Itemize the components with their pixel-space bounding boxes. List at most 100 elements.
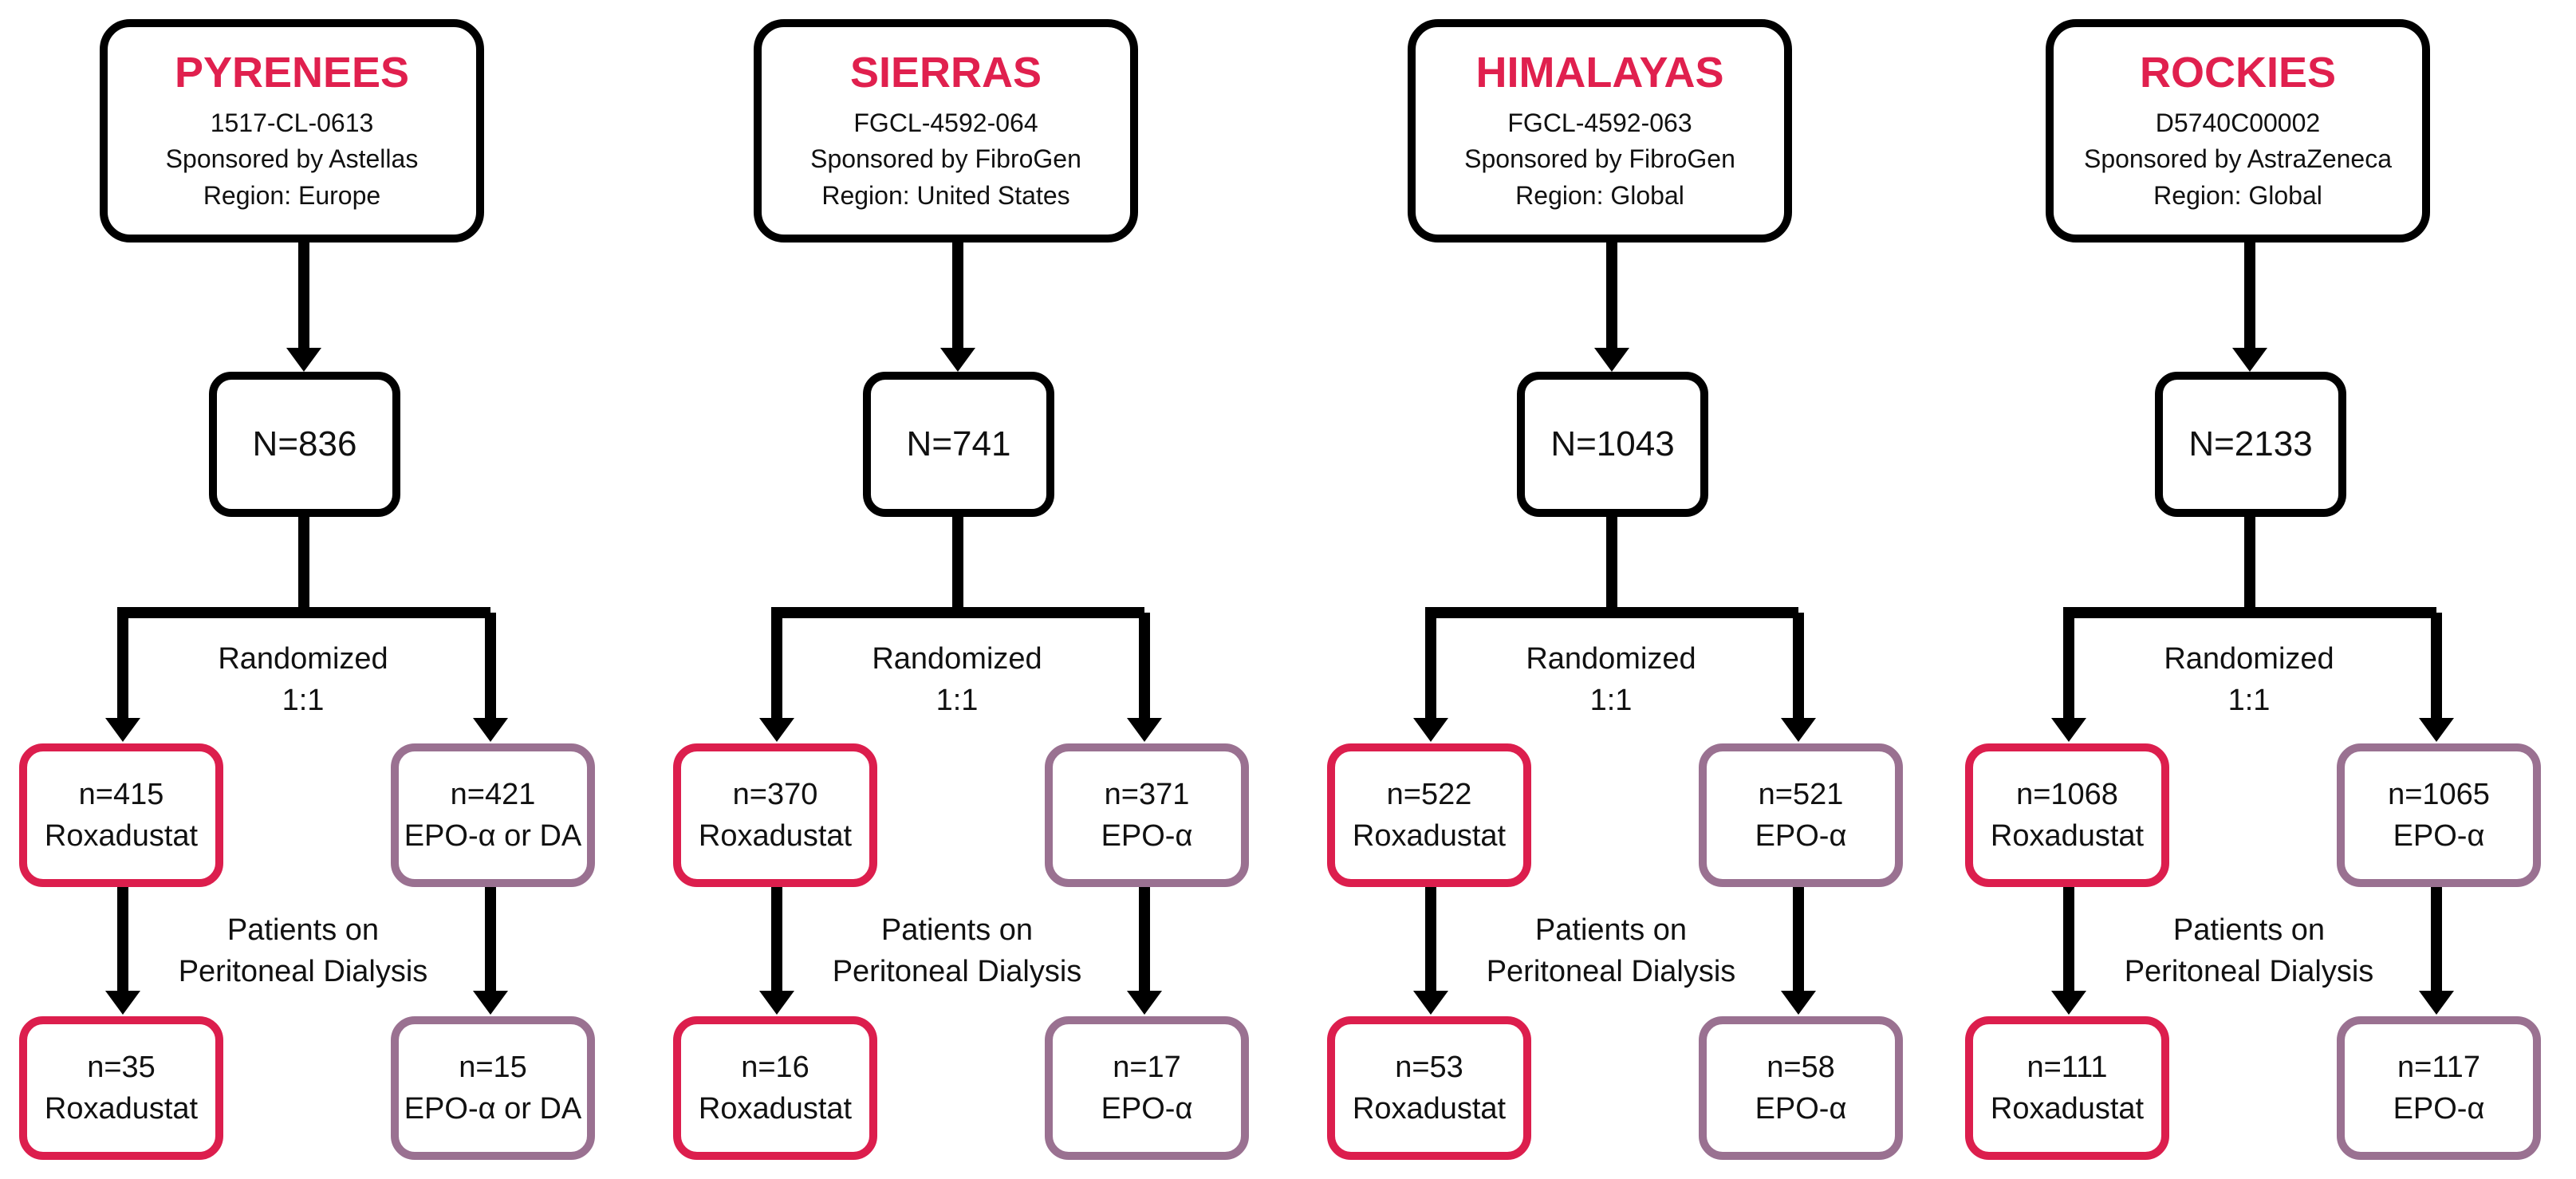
study-column-pyrenees: PYRENEES 1517-CL-0613 Sponsored by Astel… — [0, 0, 638, 1179]
arm-drug: EPO-α — [2393, 819, 2485, 853]
arm-count: n=371 — [1104, 777, 1190, 811]
arm-count: n=415 — [78, 777, 164, 811]
flow-connectors — [2051, 243, 2454, 1015]
arm-drug: EPO-α — [1101, 819, 1193, 853]
study-sponsor: Sponsored by FibroGen — [1464, 144, 1735, 174]
pd-count: n=111 — [2027, 1050, 2108, 1084]
comparator-pd-box: n=58 EPO-α — [1699, 1016, 1903, 1160]
pd-count: n=15 — [459, 1050, 527, 1084]
subgroup-text-line1: Patients on — [880, 913, 1034, 947]
study-box: ROCKIES D5740C00002 Sponsored by AstraZe… — [2046, 19, 2430, 243]
pd-count: n=16 — [741, 1050, 809, 1084]
subgroup-text-line1: Patients on — [226, 913, 380, 947]
ratio-text: 1:1 — [935, 684, 979, 718]
randomized-label: Randomized 1:1 — [2129, 638, 2369, 722]
pd-drug: EPO-α or DA — [404, 1092, 582, 1126]
pd-drug: Roxadustat — [698, 1092, 853, 1126]
comparator-arm-box: n=1065 EPO-α — [2337, 743, 2541, 887]
arm-count: n=521 — [1758, 777, 1844, 811]
roxadustat-arm-box: n=1068 Roxadustat — [1965, 743, 2169, 887]
arm-count: n=522 — [1386, 777, 1472, 811]
study-code: FGCL-4592-063 — [1507, 108, 1692, 137]
roxadustat-arm-box: n=370 Roxadustat — [673, 743, 877, 887]
flow-connectors — [759, 243, 1162, 1015]
total-enrolled-box: N=836 — [209, 372, 400, 517]
study-title: PYRENEES — [174, 48, 410, 97]
study-code: 1517-CL-0613 — [210, 108, 374, 137]
arm-drug: EPO-α or DA — [404, 819, 582, 853]
ratio-text: 1:1 — [2227, 684, 2271, 718]
randomized-label: Randomized 1:1 — [837, 638, 1077, 722]
comparator-arm-box: n=521 EPO-α — [1699, 743, 1903, 887]
arm-drug: Roxadustat — [44, 819, 199, 853]
roxadustat-pd-box: n=16 Roxadustat — [673, 1016, 877, 1160]
subgroup-text-line2: Peritoneal Dialysis — [178, 955, 428, 989]
comparator-pd-box: n=117 EPO-α — [2337, 1016, 2541, 1160]
randomized-text: Randomized — [1526, 642, 1696, 676]
study-sponsor: Sponsored by FibroGen — [810, 144, 1081, 174]
arm-count: n=421 — [450, 777, 536, 811]
arm-drug: Roxadustat — [698, 819, 853, 853]
pd-drug: Roxadustat — [1352, 1092, 1507, 1126]
subgroup-text-line1: Patients on — [1534, 913, 1688, 947]
pd-drug: EPO-α — [1755, 1092, 1847, 1126]
randomized-label: Randomized 1:1 — [183, 638, 423, 722]
roxadustat-arm-box: n=415 Roxadustat — [19, 743, 223, 887]
study-title: SIERRAS — [849, 48, 1042, 97]
study-region: Region: Global — [2153, 180, 2322, 210]
study-box: HIMALAYAS FGCL-4592-063 Sponsored by Fib… — [1408, 19, 1792, 243]
arm-drug: Roxadustat — [1990, 819, 2145, 853]
peritoneal-dialysis-label: Patients on Peritoneal Dialysis — [1436, 909, 1786, 993]
total-enrolled-box: N=2133 — [2155, 372, 2346, 517]
subgroup-text-line1: Patients on — [2172, 913, 2326, 947]
subgroup-text-line2: Peritoneal Dialysis — [832, 955, 1082, 989]
arm-count: n=370 — [732, 777, 818, 811]
study-column-sierras: SIERRAS FGCL-4592-064 Sponsored by Fibro… — [654, 0, 1292, 1179]
arm-drug: Roxadustat — [1352, 819, 1507, 853]
total-enrolled-box: N=1043 — [1517, 372, 1708, 517]
arm-count: n=1065 — [2388, 777, 2490, 811]
study-box: SIERRAS FGCL-4592-064 Sponsored by Fibro… — [754, 19, 1138, 243]
comparator-arm-box: n=421 EPO-α or DA — [391, 743, 595, 887]
study-code: D5740C00002 — [2155, 108, 2321, 137]
study-title: HIMALAYAS — [1475, 48, 1724, 97]
flow-connectors — [1413, 243, 1816, 1015]
subgroup-text-line2: Peritoneal Dialysis — [2124, 955, 2374, 989]
roxadustat-pd-box: n=35 Roxadustat — [19, 1016, 223, 1160]
arm-count: n=1068 — [2016, 777, 2118, 811]
pd-drug: EPO-α — [1101, 1092, 1193, 1126]
comparator-arm-box: n=371 EPO-α — [1045, 743, 1249, 887]
pd-drug: Roxadustat — [1990, 1092, 2145, 1126]
randomized-text: Randomized — [218, 642, 388, 676]
study-code: FGCL-4592-064 — [853, 108, 1038, 137]
study-sponsor: Sponsored by AstraZeneca — [2083, 144, 2392, 174]
roxadustat-pd-box: n=53 Roxadustat — [1327, 1016, 1531, 1160]
pd-count: n=58 — [1767, 1050, 1835, 1084]
pd-count: n=17 — [1113, 1050, 1181, 1084]
roxadustat-arm-box: n=522 Roxadustat — [1327, 743, 1531, 887]
pd-drug: Roxadustat — [44, 1092, 199, 1126]
pd-count: n=53 — [1395, 1050, 1463, 1084]
study-title: ROCKIES — [2139, 48, 2337, 97]
peritoneal-dialysis-label: Patients on Peritoneal Dialysis — [782, 909, 1132, 993]
study-column-rockies: ROCKIES D5740C00002 Sponsored by AstraZe… — [1946, 0, 2576, 1179]
study-region: Region: Europe — [203, 180, 381, 210]
peritoneal-dialysis-label: Patients on Peritoneal Dialysis — [128, 909, 479, 993]
subgroup-text-line2: Peritoneal Dialysis — [1486, 955, 1736, 989]
randomized-text: Randomized — [872, 642, 1042, 676]
study-region: Region: United States — [821, 180, 1070, 210]
study-box: PYRENEES 1517-CL-0613 Sponsored by Astel… — [100, 19, 484, 243]
pd-count: n=35 — [87, 1050, 156, 1084]
ratio-text: 1:1 — [282, 684, 325, 718]
randomized-label: Randomized 1:1 — [1491, 638, 1731, 722]
pd-count: n=117 — [2397, 1050, 2480, 1084]
comparator-pd-box: n=17 EPO-α — [1045, 1016, 1249, 1160]
flow-connectors — [105, 243, 508, 1015]
peritoneal-dialysis-label: Patients on Peritoneal Dialysis — [2074, 909, 2424, 993]
ratio-text: 1:1 — [1589, 684, 1633, 718]
total-enrolled-box: N=741 — [863, 372, 1054, 517]
study-sponsor: Sponsored by Astellas — [165, 144, 419, 174]
comparator-pd-box: n=15 EPO-α or DA — [391, 1016, 595, 1160]
study-region: Region: Global — [1515, 180, 1684, 210]
pd-drug: EPO-α — [2393, 1092, 2485, 1126]
